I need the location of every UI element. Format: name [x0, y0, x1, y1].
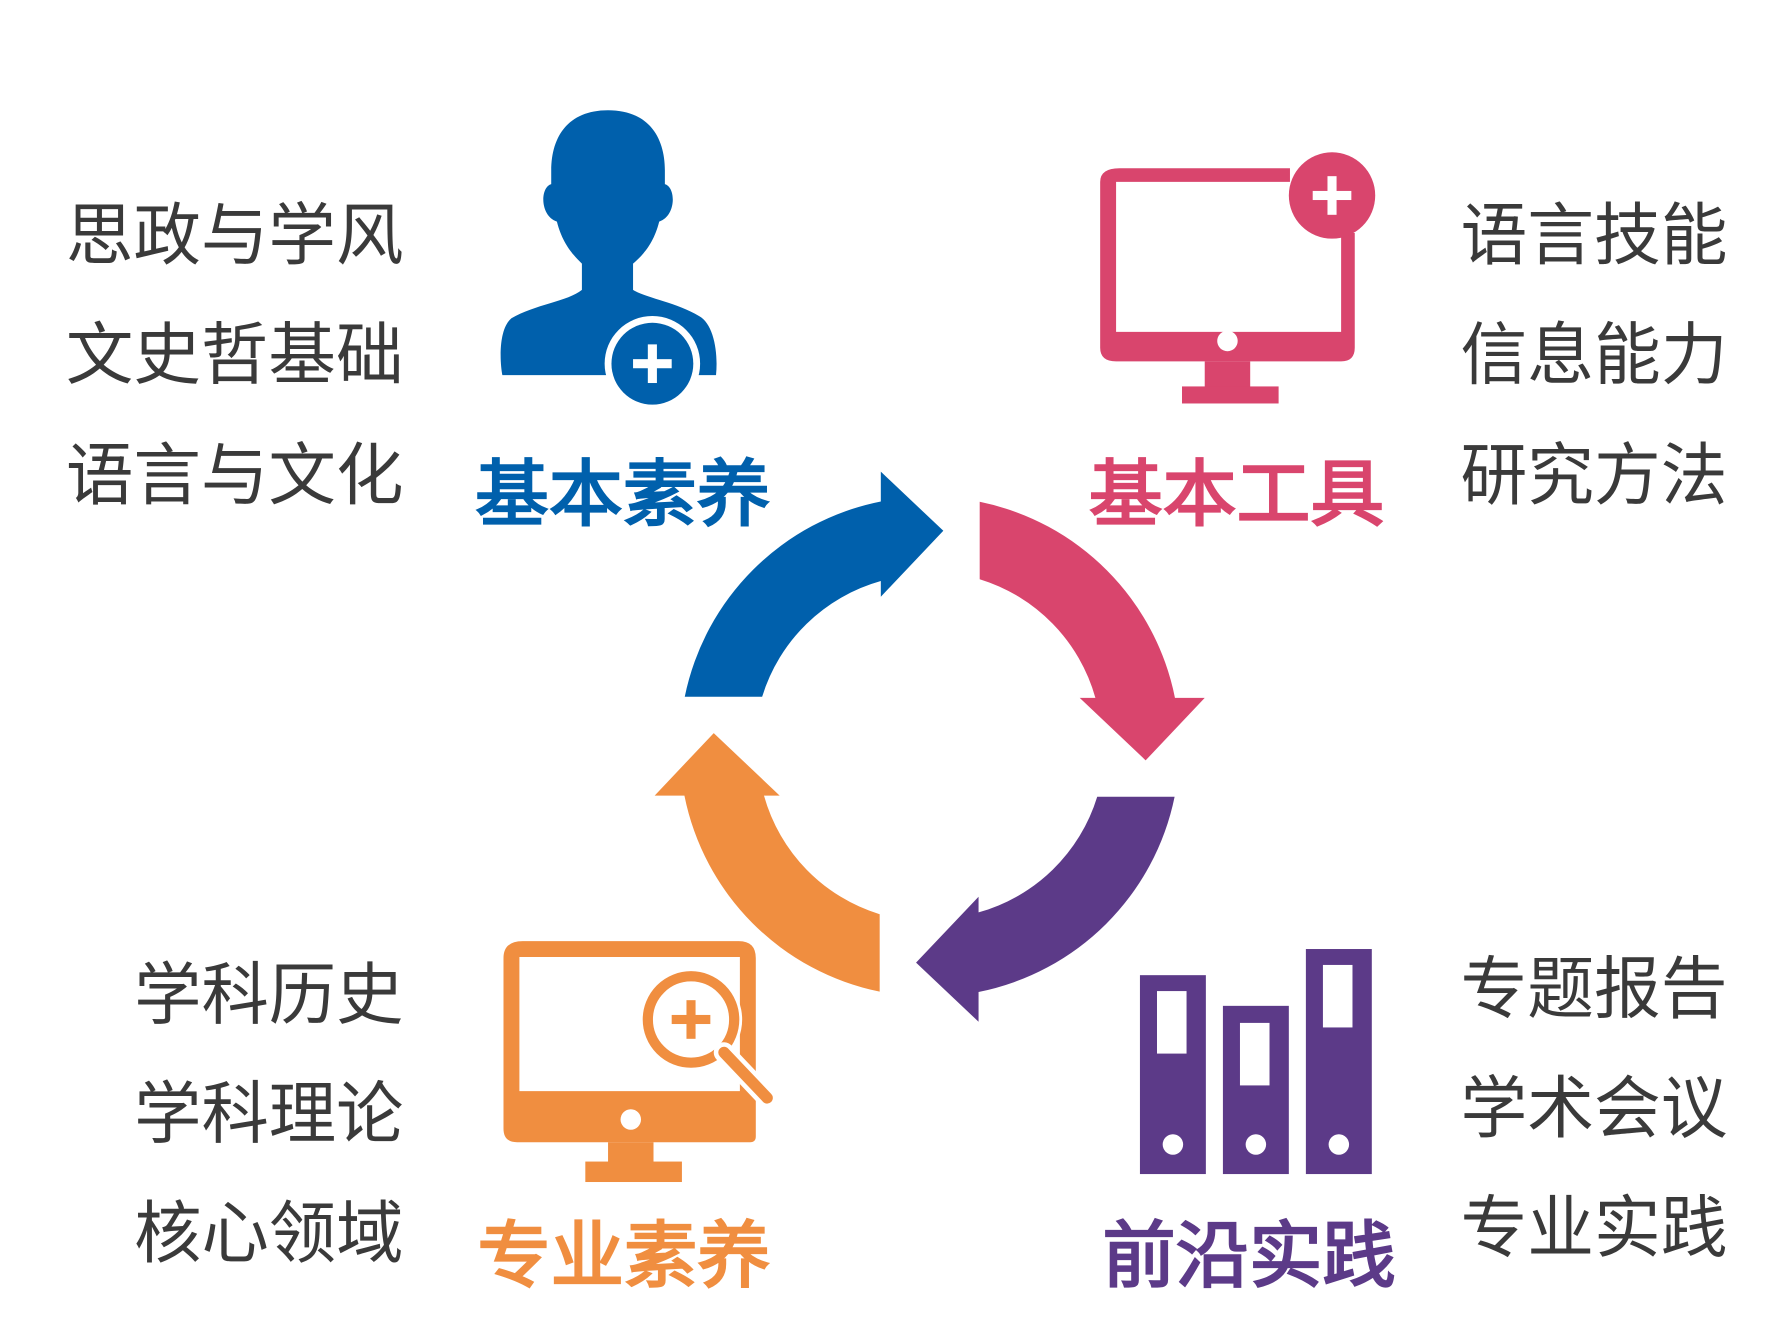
item-text: 信息能力: [1460, 316, 1727, 395]
item-text: 学术会议: [1460, 1070, 1727, 1149]
item-text: 学科历史: [134, 956, 403, 1035]
cycle-arrows: [654, 471, 1205, 1022]
label-professional-literacy: 专业素养: [477, 1214, 770, 1299]
item-text: 思政与学风: [66, 197, 404, 276]
binders-icon: [1139, 949, 1372, 1175]
item-text: 文史哲基础: [66, 316, 404, 395]
item-text: 专业实践: [1460, 1189, 1727, 1268]
label-frontier-practice: 前沿实践: [1102, 1214, 1395, 1299]
arrow-purple: [916, 796, 1175, 1022]
arrow-orange: [654, 733, 880, 992]
item-text: 学科理论: [134, 1076, 403, 1155]
item-text: 语言与文化: [66, 437, 404, 516]
person-plus-icon: [500, 110, 717, 412]
item-text: 研究方法: [1460, 437, 1727, 516]
monitor-plus-icon: [1100, 152, 1376, 404]
label-basic-literacy: 基本素养: [475, 452, 771, 537]
arrow-pink: [979, 501, 1205, 761]
item-text: 专题报告: [1460, 951, 1727, 1030]
item-text: 语言技能: [1460, 197, 1727, 276]
item-text: 核心领域: [134, 1195, 403, 1274]
monitor-search-icon: [503, 941, 778, 1183]
arrow-blue: [684, 471, 944, 697]
label-basic-tools: 基本工具: [1089, 452, 1385, 537]
